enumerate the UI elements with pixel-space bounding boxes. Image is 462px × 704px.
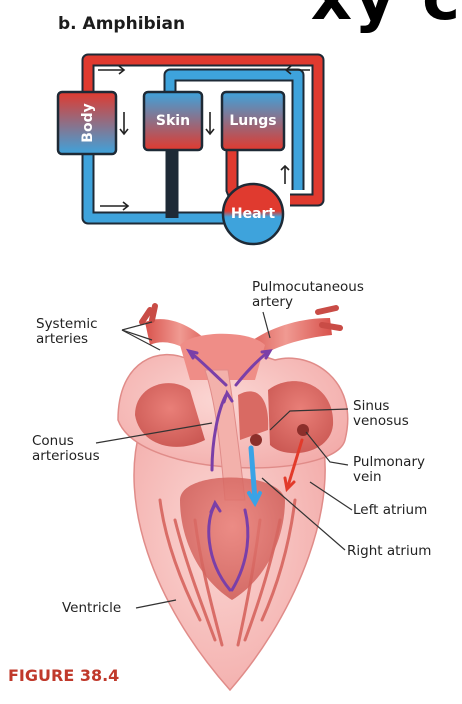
skin-box <box>142 90 204 152</box>
sinus-opening <box>250 434 262 446</box>
figure-number: FIGURE 38.4 <box>8 666 120 685</box>
lungs-label: Lungs <box>229 113 276 129</box>
label-pulmonary-vein: Pulmonary vein <box>353 454 425 485</box>
label-left-atrium: Left atrium <box>353 502 428 518</box>
lungs-box <box>220 90 286 152</box>
heart-circle <box>221 182 285 246</box>
label-sinus-venosus: Sinus venosus <box>353 398 409 429</box>
section-title: b. Amphibian <box>58 14 186 34</box>
label-right-atrium: Right atrium <box>347 543 432 559</box>
label-conus-arteriosus: Conus arteriosus <box>32 433 100 464</box>
flow-arrows <box>185 348 304 592</box>
left-atrium-chamber <box>135 383 205 447</box>
corner-cropped-text: xy c <box>311 0 462 30</box>
label-systemic-arteries: Systemic arteries <box>36 316 98 347</box>
skin-label: Skin <box>156 113 190 129</box>
ventricle-cavity <box>180 477 285 600</box>
right-atrium-chamber <box>268 381 334 454</box>
body-box <box>56 90 118 156</box>
label-ventricle: Ventricle <box>62 600 122 616</box>
body-label: Body <box>80 103 96 142</box>
pulmonary-vein-opening <box>297 424 309 436</box>
flow-arrow <box>98 65 310 211</box>
leader-lines <box>95 311 353 609</box>
heart-label: Heart <box>231 206 276 222</box>
label-pulmocutaneous: Pulmocutaneous artery <box>252 279 364 310</box>
